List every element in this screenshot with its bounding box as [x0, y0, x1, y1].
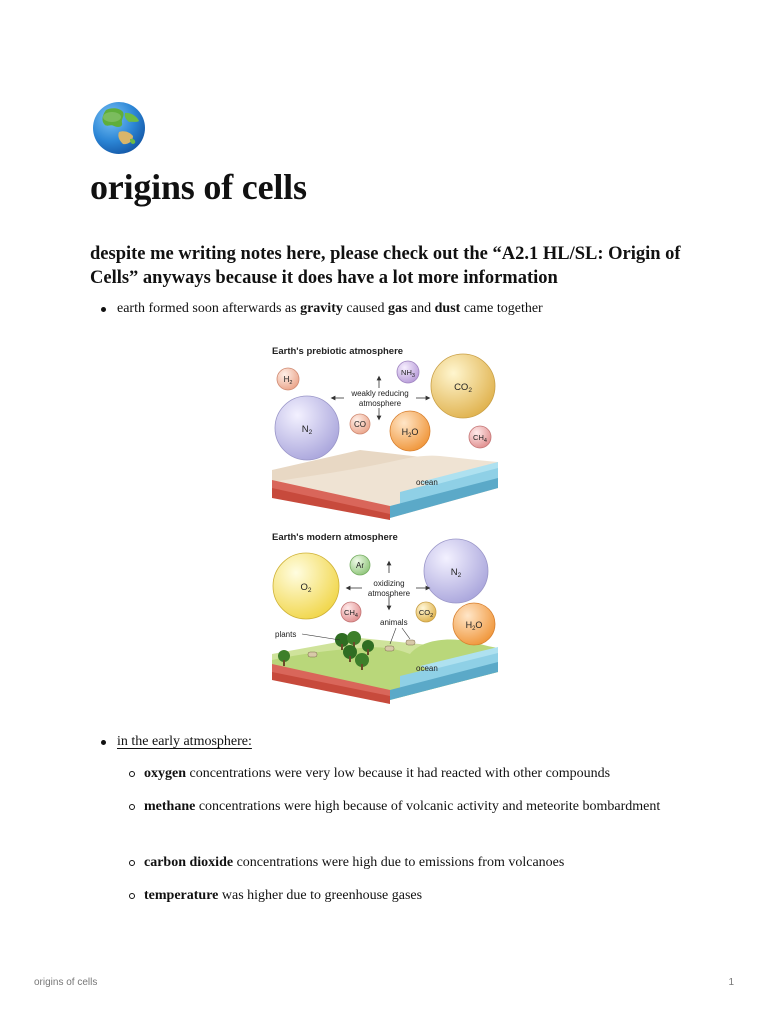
keyword-methane: methane	[144, 799, 196, 814]
co2-molecule	[430, 353, 496, 419]
bullet-text: in the early atmosphere:	[117, 734, 252, 749]
svg-text:Ar: Ar	[356, 561, 364, 570]
n2-molecule	[423, 538, 489, 604]
top-center-label-2: atmosphere	[359, 399, 402, 408]
svg-text:CH4: CH4	[473, 433, 487, 444]
list-item: methane concentrations were high because…	[129, 795, 664, 819]
svg-text:H2O: H2O	[466, 620, 483, 632]
h2o-molecule	[452, 602, 496, 646]
h2o-molecule	[389, 410, 431, 452]
svg-text:H2O: H2O	[402, 427, 419, 439]
ocean-label: ocean	[416, 478, 438, 487]
keyword-oxygen: oxygen	[144, 766, 186, 781]
svg-text:N2: N2	[451, 567, 462, 579]
atmosphere-diagram: Earth's prebiotic atmosphere ocean CO2 N…	[272, 346, 498, 704]
svg-text:H2: H2	[284, 375, 293, 386]
keyword-gas: gas	[387, 301, 408, 316]
n2-molecule	[274, 395, 340, 461]
keyword-dust: dust	[434, 301, 461, 316]
ar-molecule	[349, 554, 371, 576]
bullet-text: caused	[342, 301, 388, 316]
list-item: earth formed soon afterwards as gravity …	[101, 297, 543, 321]
svg-text:CO2: CO2	[454, 382, 472, 394]
ocean-label: ocean	[416, 664, 438, 673]
nh3-molecule	[396, 360, 420, 384]
list-item: oxygen concentrations were very low beca…	[129, 762, 664, 786]
animals-label: animals	[380, 618, 408, 627]
page-number: 1	[728, 977, 734, 988]
animal-figures	[307, 639, 416, 658]
keyword-temperature: temperature	[144, 888, 219, 903]
svg-text:CH4: CH4	[344, 608, 358, 619]
atmosphere-figure: Earth's prebiotic atmosphere ocean CO2 N…	[270, 342, 500, 708]
bottom-center-label-2: atmosphere	[368, 589, 411, 598]
keyword-gravity: gravity	[300, 301, 343, 316]
co-molecule	[349, 413, 371, 435]
bullet-text: concentrations were very low because it …	[186, 766, 611, 781]
svg-text:NH3: NH3	[401, 368, 415, 379]
footer-title: origins of cells	[34, 977, 98, 988]
svg-text:N2: N2	[302, 424, 313, 436]
bullet-text: concentrations were high due to emission…	[233, 855, 565, 870]
svg-text:O2: O2	[300, 582, 311, 594]
svg-text:CO: CO	[354, 420, 366, 429]
svg-text:CO2: CO2	[419, 608, 433, 619]
list-item: in the early atmosphere:	[101, 730, 252, 754]
co2-molecule	[415, 601, 437, 623]
keyword-carbon-dioxide: carbon dioxide	[144, 855, 234, 870]
bullet-text: came together	[460, 301, 543, 316]
bottom-center-label-1: oxidizing	[373, 579, 404, 588]
list-item: temperature was higher due to greenhouse…	[129, 884, 664, 908]
bullet-text: was higher due to greenhouse gases	[218, 888, 423, 903]
ch4-molecule	[468, 425, 492, 449]
h2-molecule	[276, 367, 300, 391]
list-item: carbon dioxide concentrations were high …	[129, 851, 664, 875]
o2-molecule	[272, 552, 340, 620]
top-heading: Earth's prebiotic atmosphere	[272, 346, 403, 357]
page-title: origins of cells	[90, 167, 307, 207]
globe-icon	[93, 102, 145, 154]
bullet-text: earth formed soon afterwards as	[117, 301, 301, 316]
bottom-heading: Earth's modern atmosphere	[272, 532, 398, 543]
tree-cluster	[278, 631, 374, 670]
bullet-text: concentrations were high because of volc…	[195, 799, 661, 814]
plants-label: plants	[275, 630, 296, 639]
ch4-molecule	[340, 601, 362, 623]
top-center-label-1: weakly reducing	[350, 389, 408, 398]
page-subtitle: despite me writing notes here, please ch…	[90, 244, 681, 288]
bullet-text: and	[407, 301, 435, 316]
